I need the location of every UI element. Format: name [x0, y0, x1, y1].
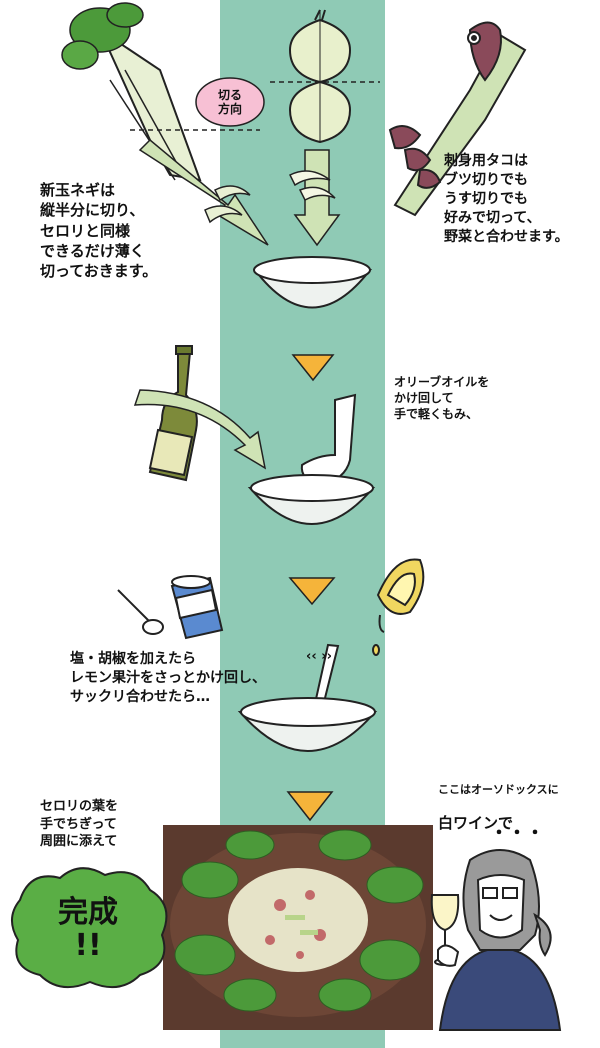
celery-icon	[61, 2, 260, 182]
arrow-down-2	[288, 577, 336, 606]
arrow-down-3	[286, 791, 334, 822]
cut-direction-label: 切る 方向	[217, 88, 242, 117]
onion-icon	[270, 9, 380, 144]
step-leaves-text: セロリの葉を 手でちぎって 周囲に添えて	[40, 799, 119, 850]
celery-slices-icon	[204, 185, 251, 224]
step-octopus-text: 刺身用タコは ブツ切りでも うす切りでも 好みで切って、 野菜と合わせます。	[444, 153, 569, 245]
step-onion-text: 新玉ネギは 縦半分に切り、 セロリと同様 できるだけ薄く 切っておきます。	[40, 181, 158, 280]
cut-direction-bubble	[195, 77, 265, 127]
arrow-down-1	[291, 354, 335, 382]
onion-slices-icon	[288, 170, 336, 202]
bowl-icon-3	[237, 697, 378, 752]
arrow-oil	[133, 389, 267, 470]
step-salt-text: 塩・胡椒を加えたら レモン果汁をさっとかけ回し、 サックリ合わせたら…	[70, 651, 266, 705]
step-oil-text: オリーブオイルを かけ回して 手で軽くもみ、	[394, 375, 490, 422]
finish-text: 完成 !!	[58, 895, 118, 963]
oil-bottle-icon	[148, 345, 198, 482]
wine-note: ここはオーソドックスに 白ワインで	[438, 768, 598, 848]
wine-dots: ・・・	[490, 823, 544, 844]
spoon-icon	[117, 589, 164, 635]
wine-note-line1: ここはオーソドックスに	[438, 782, 559, 796]
wine-glass-icon	[430, 894, 460, 967]
salt-shaker-icon	[170, 575, 224, 640]
salad-photo	[163, 825, 433, 1030]
wine-note-line2: 白ワインで	[438, 813, 514, 832]
finish-cloud	[11, 867, 168, 989]
lemon-icon	[372, 558, 425, 656]
person-icon	[438, 849, 562, 1031]
bowl-icon-2	[247, 474, 376, 525]
octopus-icon	[388, 21, 527, 217]
bowl-icon	[252, 256, 373, 309]
mix-motion-marks: ‹‹ ››	[306, 649, 332, 664]
